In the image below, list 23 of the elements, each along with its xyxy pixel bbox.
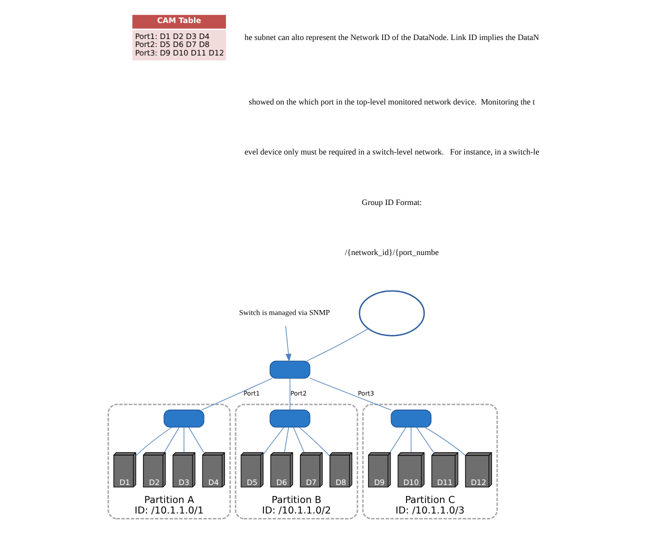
node-box	[390, 410, 431, 428]
connector	[306, 328, 368, 362]
connector	[183, 426, 184, 453]
connector	[410, 426, 411, 453]
arrow	[284, 326, 291, 362]
node-box	[269, 360, 310, 379]
connector	[163, 426, 180, 453]
connector	[200, 378, 272, 410]
node-box	[269, 410, 310, 428]
node-box	[163, 410, 204, 428]
connector	[309, 378, 391, 410]
connector	[284, 426, 288, 453]
connector	[262, 426, 284, 455]
connector	[298, 426, 330, 457]
connector	[389, 426, 406, 453]
node-cloud	[358, 290, 424, 336]
node-text: Switch is managed via SNMP	[238, 308, 330, 318]
connector	[135, 426, 172, 456]
connector	[292, 426, 304, 453]
connector	[416, 426, 434, 453]
connector	[289, 378, 290, 410]
connector	[188, 426, 204, 453]
connector	[424, 426, 466, 456]
